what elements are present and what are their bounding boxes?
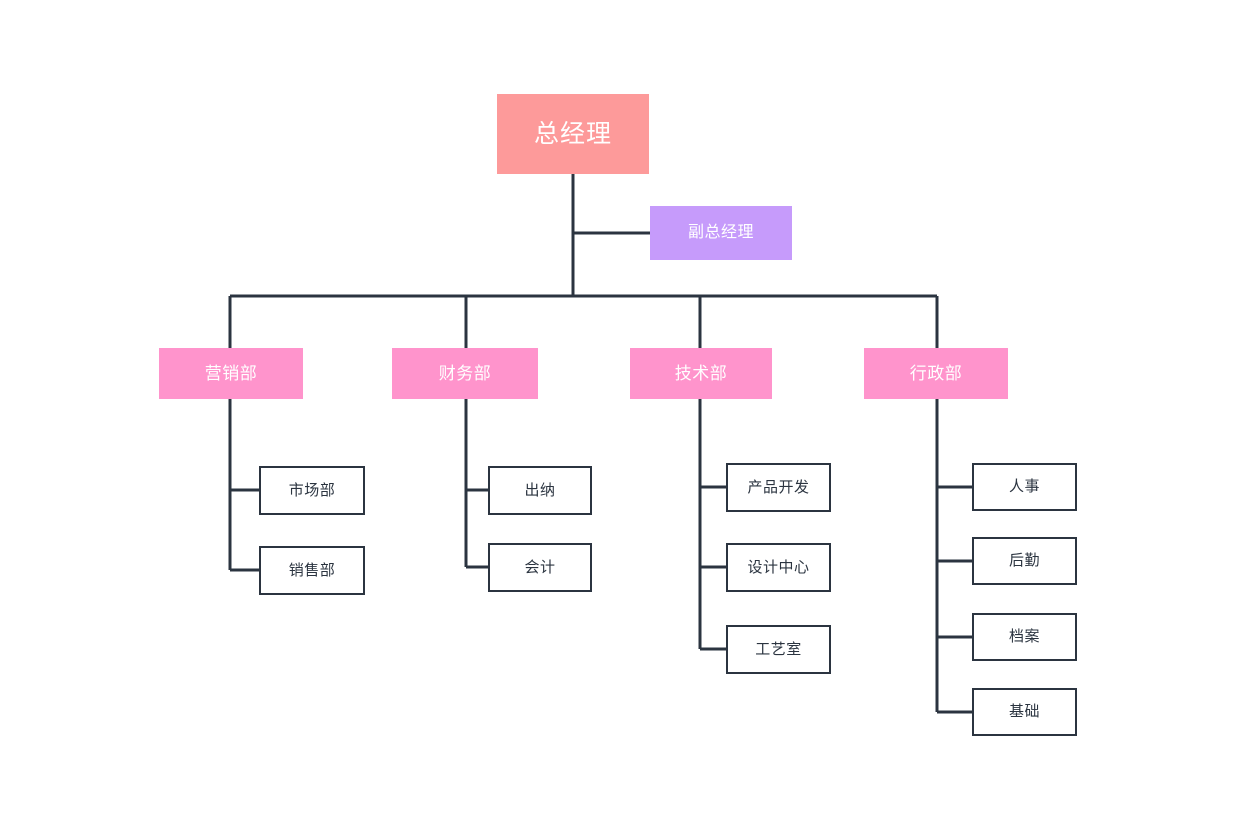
node-team-cashier[interactable]: 出纳 xyxy=(488,466,592,515)
node-label: 基础 xyxy=(1008,703,1040,721)
node-label: 出纳 xyxy=(524,481,556,499)
node-label: 后勤 xyxy=(1008,552,1040,570)
node-department-technology[interactable]: 技术部 xyxy=(630,348,772,399)
node-team-logistics[interactable]: 后勤 xyxy=(972,537,1077,585)
node-label: 会计 xyxy=(524,558,556,576)
node-team-market[interactable]: 市场部 xyxy=(259,466,365,515)
node-department-marketing[interactable]: 营销部 xyxy=(159,348,303,399)
node-team-accounting[interactable]: 会计 xyxy=(488,543,592,592)
node-department-administration[interactable]: 行政部 xyxy=(864,348,1008,399)
node-label: 技术部 xyxy=(674,363,728,383)
node-department-finance[interactable]: 财务部 xyxy=(392,348,538,399)
node-label: 档案 xyxy=(1008,628,1040,646)
node-team-archives[interactable]: 档案 xyxy=(972,613,1077,661)
node-label: 副总经理 xyxy=(687,223,754,241)
node-label: 行政部 xyxy=(909,363,963,383)
node-team-sales[interactable]: 销售部 xyxy=(259,546,365,595)
node-label: 人事 xyxy=(1008,478,1040,496)
node-vice-general-manager[interactable]: 副总经理 xyxy=(650,206,792,260)
node-label: 设计中心 xyxy=(747,558,810,576)
node-label: 总经理 xyxy=(533,119,612,148)
node-team-product-development[interactable]: 产品开发 xyxy=(726,463,831,512)
node-team-infrastructure[interactable]: 基础 xyxy=(972,688,1077,736)
node-general-manager[interactable]: 总经理 xyxy=(497,94,649,174)
node-label: 销售部 xyxy=(288,561,336,579)
node-team-process-lab[interactable]: 工艺室 xyxy=(726,625,831,674)
node-label: 财务部 xyxy=(438,363,492,383)
node-label: 营销部 xyxy=(204,363,258,383)
node-team-design-center[interactable]: 设计中心 xyxy=(726,543,831,592)
node-label: 工艺室 xyxy=(755,640,802,658)
node-team-human-resources[interactable]: 人事 xyxy=(972,463,1077,511)
node-label: 产品开发 xyxy=(747,478,810,496)
node-label: 市场部 xyxy=(288,481,336,499)
